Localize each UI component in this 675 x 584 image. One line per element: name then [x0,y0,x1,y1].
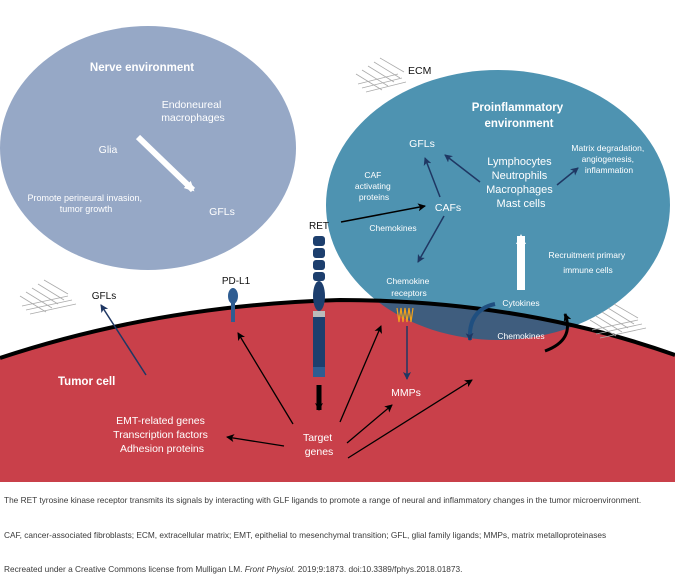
tumor-cell-region [0,300,675,482]
recruitment-label: Recruitment primary immune cells [549,250,628,275]
ecm-mesh-icon [355,57,407,93]
arrow-cytokines-curve [465,302,496,341]
nerve-title: Nerve environment [90,62,194,74]
arrow-caf-activating [340,203,426,223]
arrow-immune-to-matrix [556,167,579,186]
credit-prefix: Recreated under a Creative Commons licen… [4,564,245,574]
nerve-arrow [135,134,196,193]
tumor-cell-title: Tumor cell [58,376,115,388]
immune-cells-label: Lymphocytes Neutrophils Macrophages Mast… [486,156,556,210]
ecm-label: ECM [408,65,431,77]
arrow-cafs-to-receptors [417,215,445,263]
cell-membrane [0,297,675,360]
glia-label: Glia [99,144,118,156]
chemokines-bottom-label: Chemokines [497,331,544,341]
ret-label: RET [309,221,329,232]
tumor-gfls-label: GFLs [92,291,116,302]
arrow-immune-to-gfls [444,154,481,183]
ret-receptor-icon [313,236,325,377]
ecm-mesh-icon [589,303,647,339]
cytokines-label: Cytokines [502,298,539,308]
caption-main: The RET tyrosine kinase receptor transmi… [4,495,642,505]
arrow-target-to-chemokines [347,379,473,459]
emt-label: EMT-related genes Transcription factors … [113,415,211,455]
cafs-label: CAFs [435,202,461,214]
arrow-target-to-receptors [339,325,382,423]
chemokine-receptors-label: Chemokine receptors [386,276,431,298]
caption-credit: Recreated under a Creative Commons licen… [4,563,672,575]
nerve-gfls-label: GFLs [209,206,235,218]
arrow-target-to-emt [226,434,285,447]
ecm-mesh-icon [19,279,77,315]
credit-suffix: 2019;9:1873. doi:10.3389/fphys.2018.0187… [295,564,463,574]
pdl1-label: PD-L1 [222,276,251,287]
ret-signaling-diagram: Nerve environment Endoneureal macrophage… [0,26,675,482]
proinflammatory-title: Proinflammatory environment [472,102,567,130]
arrow-target-to-mmps [346,404,393,444]
pdl1-icon [228,288,238,322]
pro-gfls-label: GFLs [409,138,435,150]
proinflammatory-region [326,70,670,340]
caption-abbreviations: CAF, cancer-associated fibroblasts; ECM,… [4,530,607,540]
arrow-target-to-pdl1 [237,332,294,425]
credit-journal: Front Physiol. [244,564,296,574]
caf-activating-label: CAF activating proteins [355,170,393,202]
promote-label: Promote perineural invasion, tumor growt… [27,193,144,214]
arrow-cafs-to-gfls [423,157,441,198]
target-genes-label: Target genes [303,432,335,458]
matrix-label: Matrix degradation, angiogenesis, inflam… [571,143,646,175]
mmps-label: MMPs [391,387,421,399]
chemokine-receptor-icon [396,307,414,323]
arrow-tumor-to-gfls [100,304,147,376]
chemokines-left-label: Chemokines [369,223,416,233]
arrow-chemokines-curve [544,313,572,353]
endoneureal-label: Endoneureal macrophages [161,99,225,124]
